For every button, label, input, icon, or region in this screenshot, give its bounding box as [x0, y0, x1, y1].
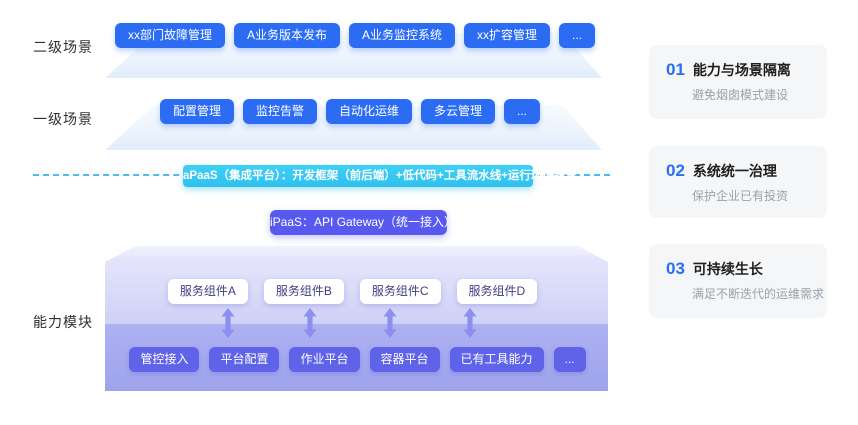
- benefit-card-2: 02 系统统一治理 保护企业已有投资: [649, 146, 827, 218]
- primary-scenario-button[interactable]: 多云管理: [421, 99, 496, 124]
- service-component-row: 服务组件A 服务组件B 服务组件C 服务组件D: [167, 279, 538, 304]
- secondary-scenario-button[interactable]: A业务版本发布: [233, 23, 340, 48]
- benefit-card-title: 可持续生长: [692, 261, 763, 277]
- label-capability-module: 能力模块: [33, 314, 93, 330]
- benefit-card-number: 01: [666, 60, 685, 79]
- service-component-button[interactable]: 服务组件D: [456, 279, 538, 304]
- platform-button[interactable]: 管控接入: [129, 347, 200, 372]
- double-arrow-icon: [221, 308, 235, 338]
- double-arrow-icon: [383, 308, 397, 338]
- ipaas-gateway-button[interactable]: iPaaS：API Gateway（统一接入）: [270, 210, 456, 235]
- benefit-card-subtitle: 避免烟囱模式建设: [692, 88, 789, 102]
- benefit-card-1: 01 能力与场景隔离 避免烟囱模式建设: [649, 45, 827, 119]
- primary-scenario-button[interactable]: 监控告警: [242, 99, 317, 124]
- benefit-card-head: 03 可持续生长: [666, 259, 813, 279]
- benefit-card-number: 03: [666, 259, 685, 278]
- double-arrow-icon: [463, 308, 477, 338]
- secondary-scenario-button[interactable]: xx部门故障管理: [114, 23, 225, 48]
- benefit-card-subtitle: 保护企业已有投资: [692, 189, 789, 203]
- platform-button[interactable]: 作业平台: [289, 347, 360, 372]
- benefit-card-3: 03 可持续生长 满足不断迭代的运维需求: [649, 244, 827, 318]
- service-component-button[interactable]: 服务组件A: [167, 279, 248, 304]
- secondary-scenario-button[interactable]: xx扩容管理: [464, 23, 551, 48]
- benefit-card-head: 01 能力与场景隔离: [666, 60, 813, 80]
- primary-scenario-more-button[interactable]: ...: [504, 99, 541, 124]
- double-arrow-icon: [303, 308, 317, 338]
- platform-capability-row: 管控接入 平台配置 作业平台 容器平台 已有工具能力 ...: [129, 347, 586, 372]
- benefit-card-title: 能力与场景隔离: [692, 62, 791, 78]
- primary-scenario-row: 配置管理 监控告警 自动化运维 多云管理 ...: [150, 99, 550, 124]
- platform-button[interactable]: 平台配置: [209, 347, 280, 372]
- platform-more-button[interactable]: ...: [553, 347, 586, 372]
- secondary-scenario-row: xx部门故障管理 A业务版本发布 A业务监控系统 xx扩容管理 ...: [114, 23, 596, 48]
- benefit-card-title: 系统统一治理: [692, 163, 777, 179]
- label-primary-scenario: 一级场景: [33, 111, 93, 127]
- secondary-scenario-more-button[interactable]: ...: [559, 23, 596, 48]
- label-secondary-scenario: 二级场景: [33, 39, 93, 55]
- primary-scenario-button[interactable]: 自动化运维: [325, 99, 412, 124]
- benefit-card-head: 02 系统统一治理: [666, 161, 813, 181]
- apaas-bar: aPaaS（集成平台）：开发框架（前后端）+低代码+工具流水线+运行环境托管: [183, 165, 577, 187]
- benefit-card-subtitle: 满足不断迭代的运维需求: [692, 287, 825, 301]
- benefit-card-number: 02: [666, 161, 685, 180]
- service-component-button[interactable]: 服务组件C: [359, 279, 441, 304]
- secondary-scenario-button[interactable]: A业务监控系统: [349, 23, 456, 48]
- platform-button[interactable]: 已有工具能力: [449, 347, 544, 372]
- platform-button[interactable]: 容器平台: [369, 347, 440, 372]
- service-component-button[interactable]: 服务组件B: [263, 279, 344, 304]
- primary-scenario-button[interactable]: 配置管理: [159, 99, 234, 124]
- capability-block-top-face: [105, 246, 608, 262]
